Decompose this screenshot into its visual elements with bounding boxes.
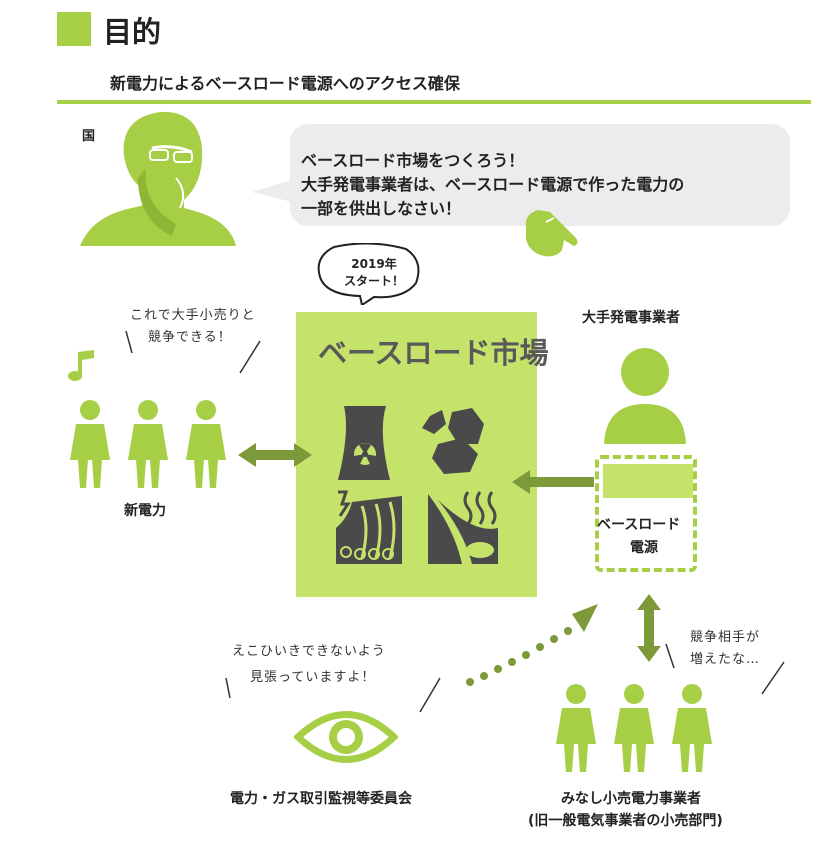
supply-arrow xyxy=(512,470,594,494)
retailers-comment-1: 競争相手が xyxy=(690,630,761,645)
speech-line-2: 大手発電事業者は、ベースロード電源で作った電力の xyxy=(301,175,685,194)
baseload-source-block xyxy=(603,464,693,498)
start-bubble xyxy=(317,243,420,305)
title-divider xyxy=(57,100,811,104)
new-power-label: 新電力 xyxy=(124,503,166,519)
pointing-hand-icon xyxy=(525,210,578,257)
monitoring-dotted-arrow xyxy=(466,604,598,686)
start-year: 2019年 xyxy=(351,257,397,271)
page-title: 目的 xyxy=(103,15,162,49)
retailers-label: みなし小売電力事業者 xyxy=(561,791,701,807)
eye-icon xyxy=(294,711,398,763)
start-bubble-text: 2019年 スタート！ xyxy=(344,256,404,290)
geothermal-icon xyxy=(428,491,498,564)
coal-icon xyxy=(422,408,484,474)
speech-line-1: ベースロード市場をつくろう！ xyxy=(301,151,525,170)
page-subtitle: 新電力によるベースロード電源へのアクセス確保 xyxy=(110,74,460,93)
major-generator-label: 大手発電事業者 xyxy=(582,310,680,326)
start-label: スタート！ xyxy=(344,274,405,288)
double-arrow-new-power xyxy=(238,443,312,467)
watchdog-comment-2: 見張っていますよ！ xyxy=(250,670,376,685)
retailers-people-icon xyxy=(556,684,712,772)
new-power-comment-2: 競争できる！ xyxy=(148,330,232,345)
new-power-comment-1: これで大手小売りと xyxy=(130,308,256,323)
speech-bubble-tail xyxy=(252,180,292,202)
baseload-source-label-1: ベースロード xyxy=(597,517,681,533)
retailers-comment-2: 増えたな… xyxy=(690,652,761,667)
hydro-dam-icon xyxy=(336,490,402,564)
baseload-source-frame xyxy=(595,455,697,572)
double-arrow-vertical xyxy=(637,594,661,662)
baseload-source-label-2: 電源 xyxy=(630,540,658,556)
government-person-icon xyxy=(80,111,236,247)
nuclear-plant-icon xyxy=(338,406,390,480)
major-generator-person-icon xyxy=(604,348,686,444)
title-marker xyxy=(57,12,91,46)
watchdog-comment-marks xyxy=(225,677,441,713)
music-note-icon xyxy=(68,350,94,381)
watchdog-label: 電力・ガス取引監視等委員会 xyxy=(230,791,412,807)
government-label: 国 xyxy=(82,129,96,144)
new-power-people-icon xyxy=(70,400,226,488)
retailers-sublabel: (旧一般電気事業者の小売部門) xyxy=(528,813,723,829)
speech-line-3: 一部を供出しなさい！ xyxy=(301,199,462,218)
government-speech-bubble xyxy=(290,124,790,226)
comment-marks xyxy=(125,330,261,374)
retailers-comment-marks xyxy=(665,643,785,695)
watchdog-comment-1: えこひいきできないよう xyxy=(232,644,386,659)
market-title: ベースロード市場 xyxy=(318,336,549,370)
